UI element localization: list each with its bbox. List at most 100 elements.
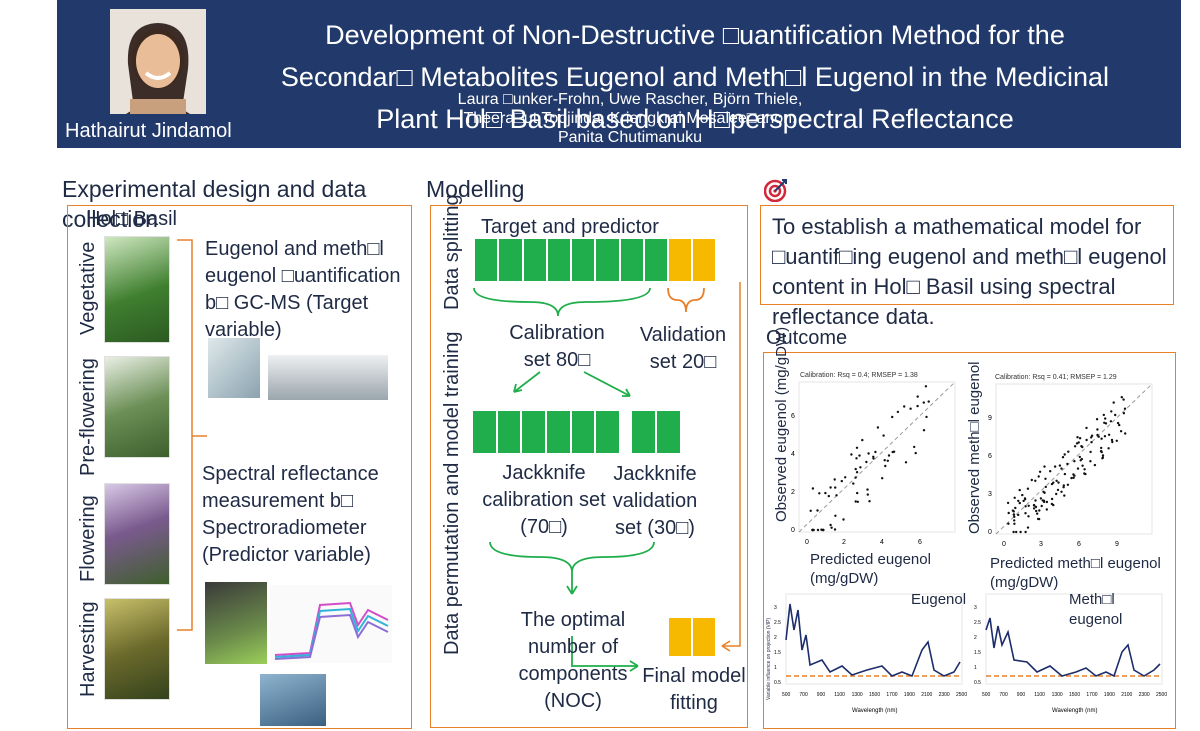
plot1-xtick: 6 <box>918 539 922 545</box>
holy-basil-label: Hol□ Basil <box>86 208 177 230</box>
vip-xtick: 900 <box>817 692 826 698</box>
scatter-point <box>922 401 925 404</box>
plot1-xtick: 2 <box>842 539 846 545</box>
scatter-point <box>1070 476 1073 480</box>
scatter-point <box>1085 426 1088 430</box>
plot1-xtick: 4 <box>880 539 884 545</box>
scatter-point <box>1027 515 1030 518</box>
plot1-xlabel: Predicted eugenol (mg/gDW) <box>810 551 931 587</box>
stage-preflowering: Pre-flowering <box>77 358 99 476</box>
data-block <box>546 238 571 282</box>
scatter-point <box>1078 437 1082 440</box>
plot2-xtick: 6 <box>1077 541 1081 547</box>
plot2-xlabel: Predicted meth□l eugenol (mg/gDW) <box>990 555 1161 591</box>
vip-xtick: 1500 <box>1069 692 1080 698</box>
title-line: Development of Non-Destructive □uantific… <box>325 20 1065 50</box>
scatter-point <box>1012 530 1015 534</box>
final-model-label: Final model fitting <box>642 665 746 714</box>
vip-xtick: 2500 <box>956 692 967 698</box>
scatter-point <box>1024 530 1027 534</box>
scatter-point <box>866 493 869 496</box>
vip-xtick: 1300 <box>852 692 863 698</box>
predictor-variable-text: Spectral reflectance measurement b□ Spec… <box>202 463 379 566</box>
preflowering-plant-image <box>104 356 170 458</box>
data-block <box>692 238 716 282</box>
scatter-point <box>854 500 857 503</box>
vip-ytick: 1.5 <box>974 650 981 656</box>
scatter-point <box>925 415 928 419</box>
plot1-xtick: 0 <box>805 539 809 545</box>
scatter-point <box>1060 490 1063 493</box>
scatter-point <box>904 461 908 464</box>
experimental-panel <box>67 205 412 729</box>
scatter-point <box>855 446 859 449</box>
vip-xtick: 700 <box>999 692 1008 698</box>
scatter-point <box>1014 506 1017 510</box>
permutation-training-label: Data permutation and model training <box>441 331 463 655</box>
final-model-bar <box>668 617 716 657</box>
scatter-point <box>1066 483 1070 486</box>
scatter-point <box>833 478 836 481</box>
header-banner <box>57 0 1181 148</box>
scatter-point <box>1034 505 1038 509</box>
leaf-measurement-image <box>205 582 267 664</box>
scatter-point <box>1021 493 1024 497</box>
scatter-point <box>1026 526 1030 529</box>
scatter-point <box>1089 460 1092 463</box>
scatter-point <box>844 476 847 479</box>
scatter-point <box>868 500 871 503</box>
vip-ytick: 1 <box>774 665 777 671</box>
vip-xtick: 1300 <box>1052 692 1063 698</box>
scatter-point <box>824 491 827 495</box>
scatter-point <box>830 526 833 529</box>
plot2-ytick: 3 <box>988 491 992 498</box>
data-block <box>472 410 497 454</box>
objective-panel <box>760 205 1174 305</box>
plot2-stat: Calibration: Rsq = 0.41; RMSEP = 1.29 <box>995 374 1117 381</box>
scatter-point <box>1072 476 1075 479</box>
scatter-point <box>1024 512 1027 515</box>
vip-xtick: 900 <box>1017 692 1026 698</box>
vip-xtick: 1700 <box>886 692 897 698</box>
plot1-scatter: 0 2 4 6 0 2 4 6 <box>791 381 956 545</box>
stage-vegetative: Vegetative <box>77 241 99 335</box>
scatter-point <box>816 528 820 532</box>
scatter-point <box>1055 479 1058 482</box>
scatter-point <box>883 459 886 462</box>
vip-ytick: 3 <box>974 605 977 611</box>
vip-ytick: 2.5 <box>974 620 981 626</box>
scatter-point <box>1067 450 1070 453</box>
validation-set-label: Validation set 20□ <box>639 324 727 373</box>
scatter-point <box>1023 497 1027 500</box>
scatter-point <box>1038 509 1041 512</box>
title-line: Plant Hol□ Basil based on H□perspectral … <box>376 104 1014 134</box>
scatter-point <box>816 509 819 512</box>
scatter-point <box>1073 460 1076 463</box>
scatter-point <box>1032 507 1036 510</box>
data-block <box>496 410 522 454</box>
plot2-ylabel: Observed meth□l eugenol <box>966 361 983 535</box>
scatter-point <box>842 518 845 521</box>
scatter-point <box>833 528 837 531</box>
scatter-point <box>1049 470 1052 473</box>
scatter-point <box>1018 488 1021 492</box>
scatter-point <box>865 460 868 464</box>
vip-xtick: 1100 <box>1034 692 1045 698</box>
author-line: Panita Chutimanuku <box>557 129 703 146</box>
scatter-point <box>922 429 926 432</box>
scatter-point <box>1111 440 1114 444</box>
vip-ytick: 0.5 <box>974 680 981 686</box>
scatter-point <box>909 407 912 410</box>
plot1-stat: Calibration: Rsq = 0.4; RMSEP = 1.38 <box>800 372 918 379</box>
plot2-scatter: 0 3 6 9 0 3 6 9 <box>988 383 1153 547</box>
plot1-ytick: 0 <box>791 527 795 534</box>
scatter-point <box>1058 464 1062 467</box>
scatter-point <box>1120 396 1123 399</box>
vip-xtick: 1900 <box>1104 692 1115 698</box>
scatter-point <box>916 395 919 398</box>
vip2-label: Meth□l eugenol <box>1069 591 1123 628</box>
title-line: Secondar□ Metabolites Eugenol and Meth□l… <box>280 62 1110 92</box>
scatter-point <box>1057 481 1060 484</box>
vip-xtick: 500 <box>782 692 791 698</box>
